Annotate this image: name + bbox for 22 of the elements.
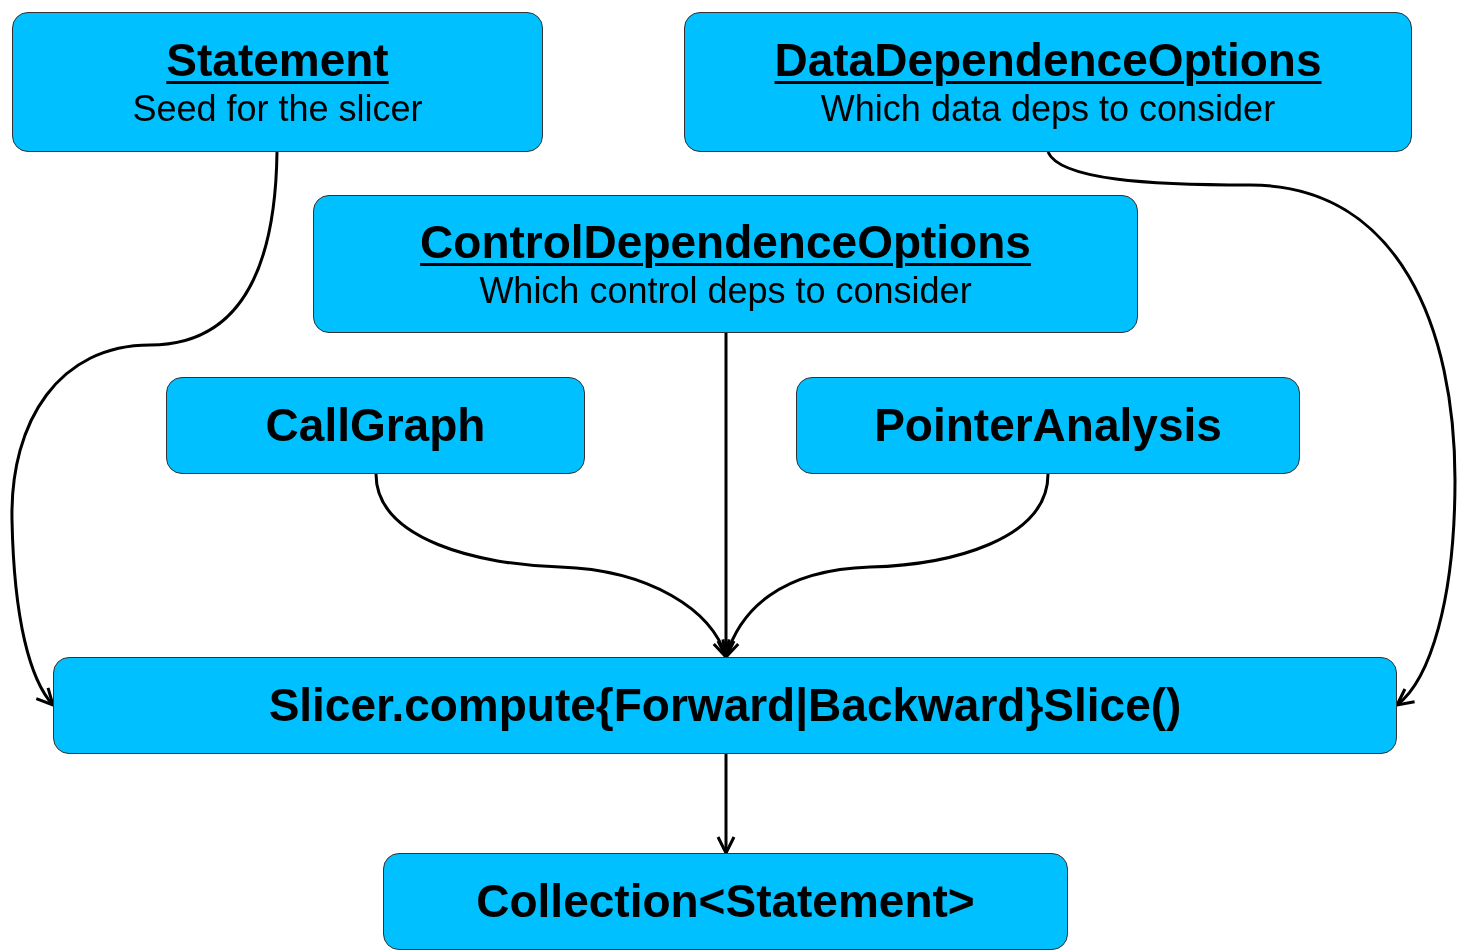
box-title: CallGraph [265, 399, 486, 452]
arrow [716, 754, 736, 855]
process-box [684, 12, 1412, 152]
box-title: DataDependenceOptions [774, 33, 1322, 87]
box-title: Collection<Statement> [476, 875, 975, 928]
process-box [166, 377, 585, 474]
box-description: Which control deps to consider [479, 268, 972, 313]
arrow [1046, 151, 1457, 707]
box-title: ControlDependenceOptions [420, 215, 1031, 269]
arrow [722, 473, 1050, 659]
process-box [12, 12, 543, 152]
box-title: PointerAnalysis [874, 399, 1222, 452]
box-title: Statement [166, 33, 389, 87]
box-description: Seed for the slicer [132, 86, 423, 131]
arrow [10, 151, 279, 707]
process-box [796, 377, 1300, 474]
box-title: Slicer.compute{Forward|Backward}Slice() [268, 679, 1182, 732]
box-description: Which data deps to consider [820, 86, 1276, 131]
process-box [53, 657, 1397, 754]
arrow [374, 473, 730, 659]
process-box [313, 195, 1138, 333]
process-box [383, 853, 1068, 950]
